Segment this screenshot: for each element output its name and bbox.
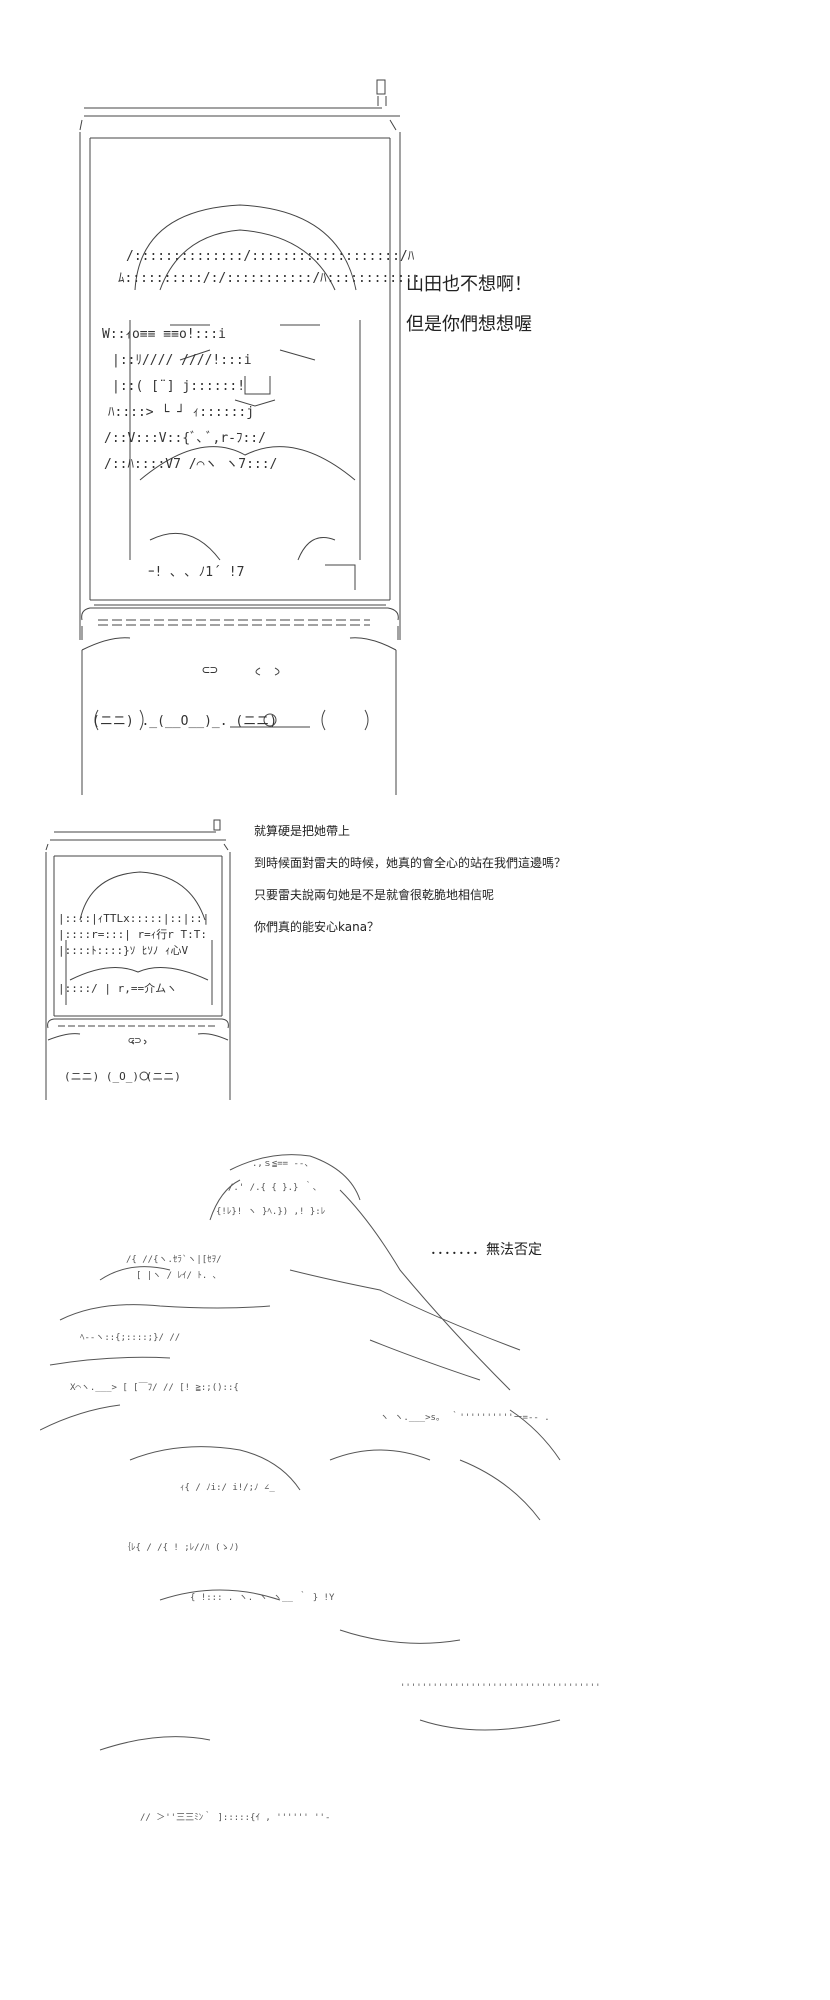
dialog-box-2: 就算硬是把她帶上 到時候面對雷夫的時候，她真的會全心的站在我們這邊嗎？ 只要雷夫… — [254, 815, 566, 943]
phone-portrait-art-small: |::::|ｨTTLx:::::|::|::| |::::r=:::| r=ｨ行… — [40, 800, 240, 1130]
figure-hatch: X⌒ヽ.___> [ [￣ﾌ/ // [! ≧:;()::{ — [70, 1381, 239, 1393]
phone-portrait-art: /::::::::::::::/:::::::::::::::::::/ﾊ ﾑ:… — [70, 60, 420, 800]
figure-drawing: .,ｓ≦== --、 /.' /.{ { }.} ｀､ {!ﾚ}! ヽ }ﾍ.}… — [40, 1154, 600, 1823]
dialog-line: 山田也不想啊！ — [406, 274, 532, 295]
figure-row-2: [ |ヽ / ﾚｲ/ ﾄ. ､ — [136, 1271, 217, 1281]
small-row-1: |::::|ｨTTLx:::::|::|::| — [58, 912, 209, 925]
dialog-line: 只要雷夫說兩句她是不是就會很乾脆地相信呢 — [254, 888, 495, 902]
face-row-2: |::ﾘ//// ////!:::i — [112, 353, 252, 368]
comic-panel-3: .,ｓ≦== --、 /.' /.{ { }.} ｀､ {!ﾚ}! ヽ }ﾍ.}… — [0, 1130, 830, 2000]
dialog-line: 就算硬是把她帶上 — [254, 824, 351, 838]
phone-speaker: ⊂⊃ — [202, 663, 218, 678]
comic-panel-1: /::::::::::::::/:::::::::::::::::::/ﾊ ﾑ:… — [0, 0, 830, 800]
comic-panel-2: |::::|ｨTTLx:::::|::|::| |::::r=:::| r=ｨ行… — [0, 800, 830, 1130]
dialog-line: ．．．．．．．無法否定 — [430, 1242, 542, 1258]
phone-drawing: /::::::::::::::/:::::::::::::::::::/ﾊ ﾑ:… — [79, 79, 420, 795]
dialog-line: 到時候面對雷夫的時候，她真的會全心的站在我們這邊嗎？ — [254, 856, 567, 870]
figure-hatch: ''''''''''''''''''''''''''''''''''''''' … — [400, 1683, 600, 1693]
figure-row-3: ｨ{ / ﾉi:/ i!/;ﾉ ∠_ — [180, 1483, 275, 1493]
figure-row-1: /{ //{ヽ.ｾﾗ`ヽ|[ｾｦ/ — [126, 1254, 222, 1265]
figure-hatch: // ＞''三三ﾐﾝ｀ ]:::::{ｲ , '''''' ''- — [140, 1810, 330, 1823]
face-row-1: W::ｨo≡≡ ≡≡o!:::i — [102, 327, 226, 342]
dialog-box-3: ．．．．．．．無法否定 — [430, 1240, 542, 1260]
hair-row-2: ﾑ::::::::::/:/:::::::::::/ﾊ:::::::::::: — [118, 271, 420, 286]
figure-head-row: /.' /.{ { }.} ｀､ — [228, 1180, 317, 1193]
phone-speaker-small: ⊂⊃ — [128, 1034, 142, 1047]
face-row-6: /::ﾊ::::V7 /⌒ヽ ヽ7:::/ — [104, 457, 277, 472]
face-row-3: |::( [¨] j::::::! — [112, 379, 245, 394]
small-row-4: |::::/ | r,==介ムヽ — [58, 982, 177, 995]
figure-hatch: ﾍ--ヽ::{;::::;}/ // — [80, 1333, 180, 1343]
figure-hatch: ヽ ヽ.___>s。 ｀''''''''''ー=-- . — [380, 1410, 550, 1423]
lower-row: ｰ! ､ ､ ﾉ1´ !7 — [148, 565, 244, 580]
figure-row-4: ｛ﾚ{ / /{ ! ;ﾚ//ﾊ (ゝﾉ) — [122, 1542, 239, 1553]
small-row-2: |::::r=:::| r=ｨ行r T:T: — [58, 928, 207, 941]
small-row-3: |::::ﾄ::::}ｿ ﾋｿﾉ ｨ心V — [58, 944, 188, 957]
phone-drawing-small: |::::|ｨTTLx:::::|::|::| |::::r=:::| r=ｨ行… — [45, 819, 231, 1100]
dialog-box-1: 山田也不想啊！ 但是你們想想喔 — [406, 265, 532, 345]
phone-keys: (ニニ) ._(__O__)_. (ニニ) — [92, 714, 277, 729]
phone-keys-small: (ニニ) (_O_) (ニニ) — [64, 1070, 181, 1083]
face-row-4: ﾊ::::> └ ┘ ｨ::::::j — [108, 403, 254, 420]
figure-crown: .,ｓ≦== --、 — [252, 1159, 313, 1169]
hair-row-1: /::::::::::::::/:::::::::::::::::::/ﾊ — [126, 249, 415, 264]
figure-head-row: {!ﾚ}! ヽ }ﾍ.}) ,! }:ﾚ — [216, 1207, 326, 1217]
figure-hatch: { !::: . ヽ. ヽ ヽ__ ｀ } !Y — [190, 1590, 335, 1603]
face-row-5: /::V:::V::{ﾞ､ ﾞ,r‐ﾌ::/ — [104, 431, 266, 446]
crouching-figure-art: .,ｓ≦== --、 /.' /.{ { }.} ｀､ {!ﾚ}! ヽ }ﾍ.}… — [40, 1130, 600, 1860]
dialog-line: 你們真的能安心kana？ — [254, 920, 380, 934]
dialog-line: 但是你們想想喔 — [406, 314, 532, 335]
